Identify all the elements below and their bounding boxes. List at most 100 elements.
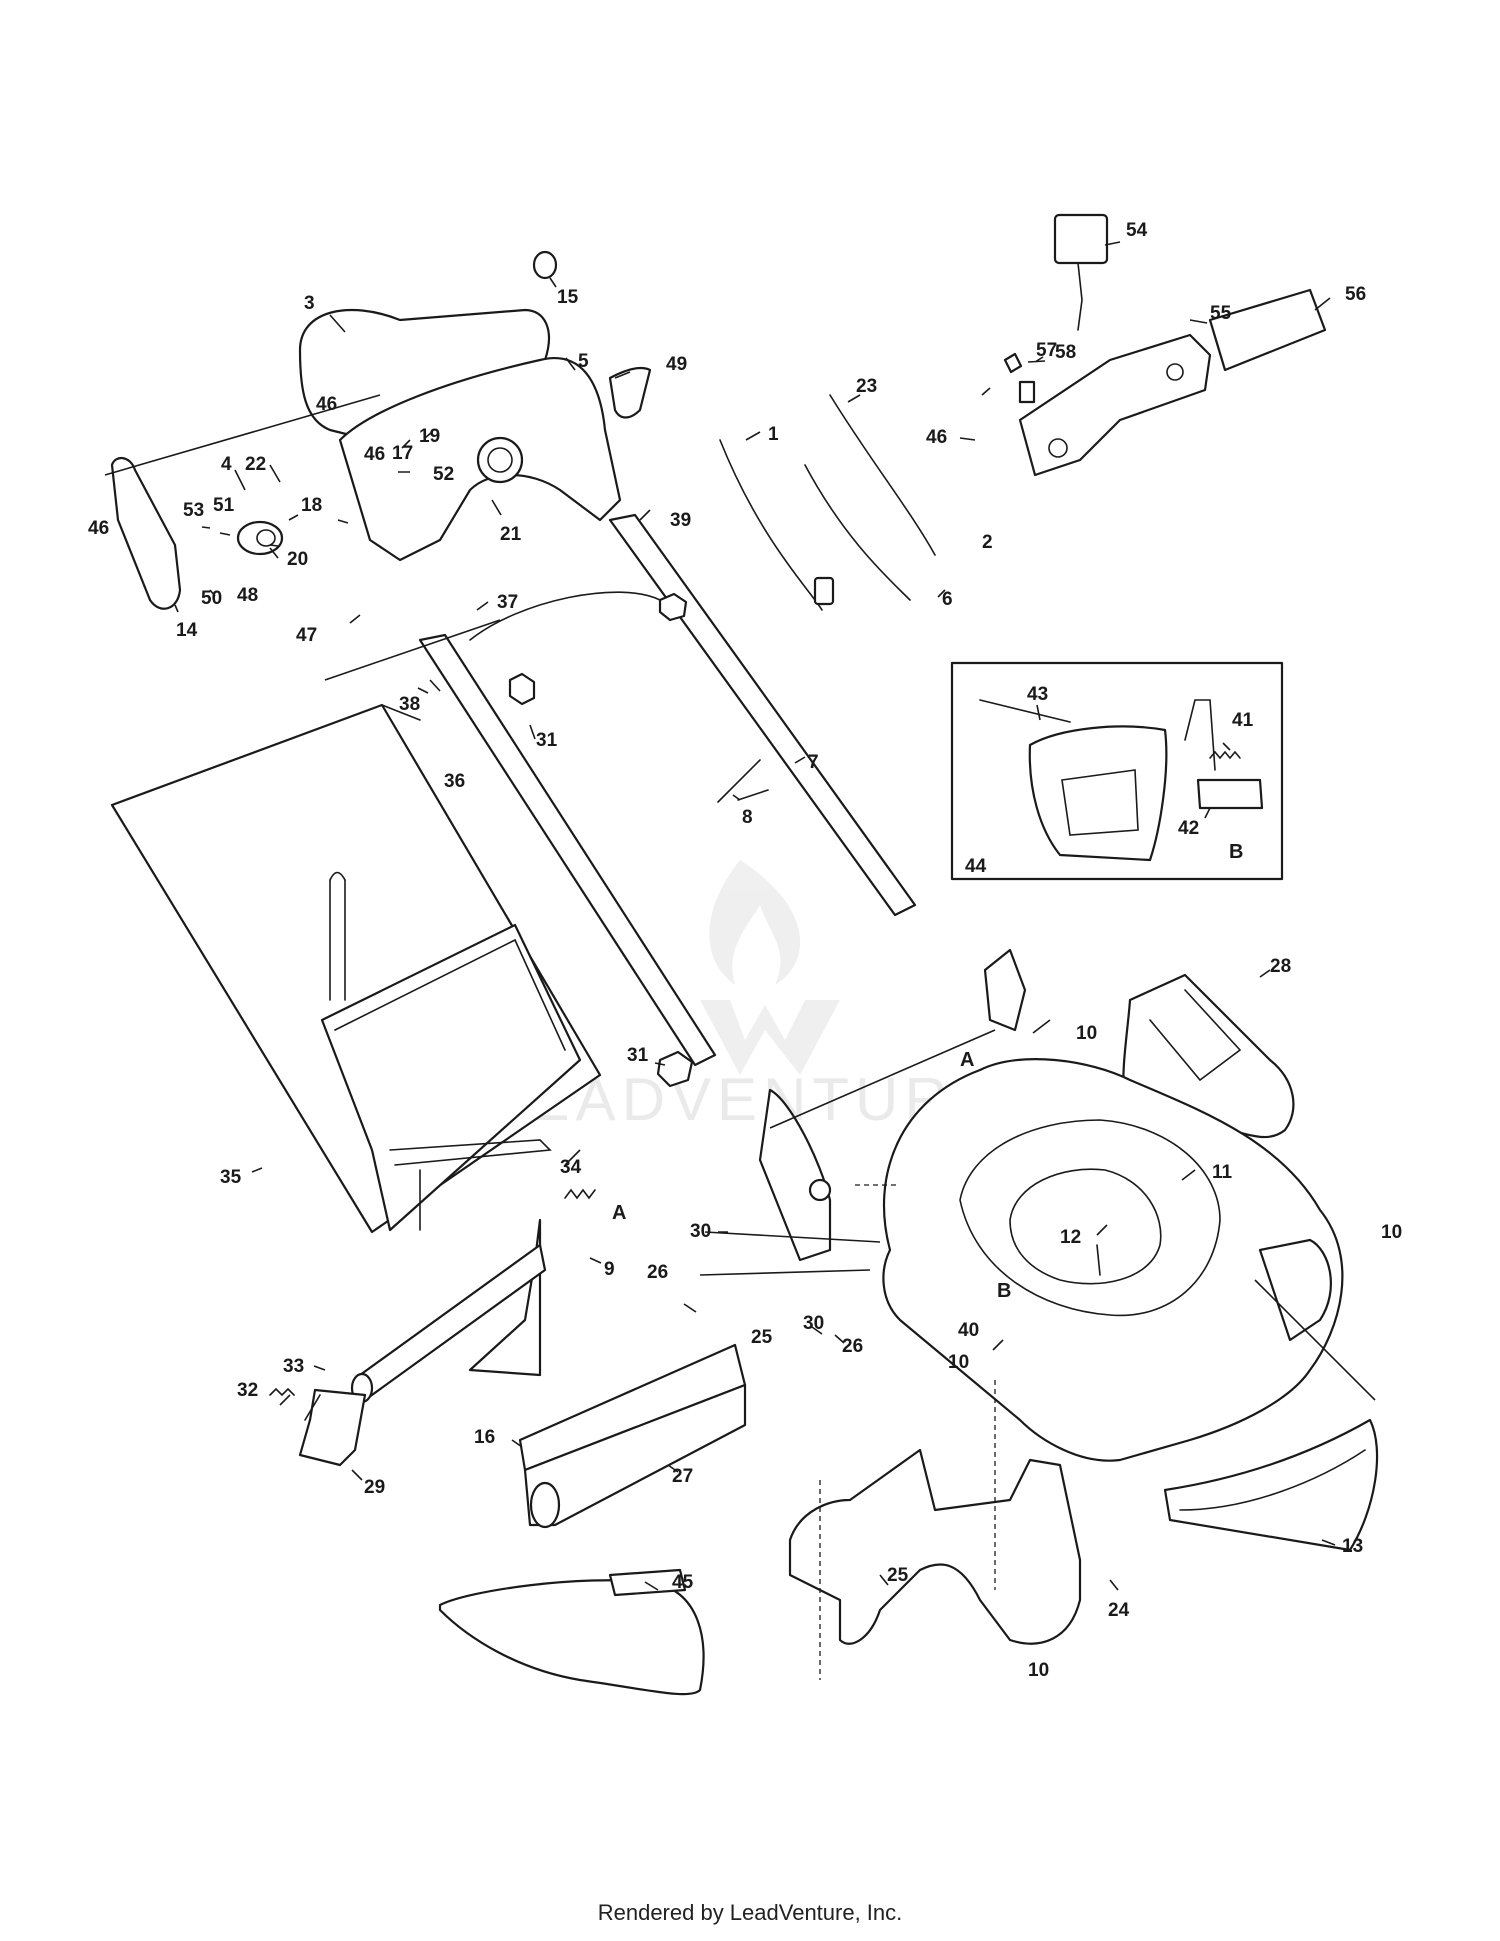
callout-30a: 30 bbox=[690, 1221, 711, 1242]
callout-53: 53 bbox=[183, 500, 204, 521]
callout-1: 1 bbox=[768, 424, 779, 445]
callout-37: 37 bbox=[497, 592, 518, 613]
ref-mark-b-1: B bbox=[1229, 841, 1243, 863]
rear-baffle-part bbox=[518, 1343, 747, 1529]
callout-11: 11 bbox=[1212, 1162, 1233, 1183]
callout-30b: 30 bbox=[803, 1313, 824, 1334]
callout-13: 13 bbox=[1342, 1536, 1363, 1557]
callout-36: 36 bbox=[444, 771, 465, 792]
callout-31b: 31 bbox=[627, 1045, 649, 1066]
wheel-bracket-part bbox=[758, 948, 1027, 1262]
callout-23: 23 bbox=[856, 376, 877, 397]
spring-part bbox=[269, 1188, 596, 1397]
callout-28: 28 bbox=[1270, 956, 1291, 977]
callout-2: 2 bbox=[982, 532, 993, 553]
callout-8: 8 bbox=[742, 807, 753, 828]
battery-charger-part bbox=[1053, 213, 1109, 331]
callout-32: 32 bbox=[237, 1380, 258, 1401]
callout-44: 44 bbox=[965, 856, 987, 877]
mower-deck-part bbox=[882, 1057, 1344, 1462]
callout-46c: 46 bbox=[88, 518, 109, 539]
side-cover-part bbox=[110, 457, 182, 610]
callout-25b: 25 bbox=[887, 1565, 909, 1586]
bag-frame-part bbox=[320, 871, 582, 1232]
key-switch-part bbox=[1003, 352, 1036, 404]
footer-credit: Rendered by LeadVenture, Inc. bbox=[597, 1900, 903, 1925]
inset-box bbox=[950, 661, 1284, 881]
callout-18: 18 bbox=[301, 495, 322, 516]
bolt-part bbox=[1096, 1244, 1101, 1276]
callout-46d: 46 bbox=[926, 427, 947, 448]
callout-20: 20 bbox=[287, 549, 308, 570]
handle-knob-part bbox=[508, 592, 694, 1088]
callout-10d: 10 bbox=[1028, 1660, 1049, 1681]
ref-mark-a-1: A bbox=[612, 1202, 626, 1224]
ref-mark-a-2: A bbox=[960, 1049, 974, 1071]
callout-19: 19 bbox=[419, 426, 440, 447]
callout-21: 21 bbox=[500, 524, 522, 545]
upper-handle-part bbox=[298, 308, 622, 562]
callout-55: 55 bbox=[1210, 303, 1232, 324]
callout-14: 14 bbox=[176, 620, 198, 641]
callout-39: 39 bbox=[670, 510, 691, 531]
callout-42: 42 bbox=[1178, 818, 1199, 839]
callout-47: 47 bbox=[296, 625, 317, 646]
callout-15: 15 bbox=[557, 287, 579, 308]
callout-38: 38 bbox=[399, 694, 420, 715]
front-baffle-part bbox=[1163, 1418, 1379, 1552]
callout-40: 40 bbox=[958, 1320, 979, 1341]
mulch-plug-part bbox=[438, 1568, 705, 1696]
rear-door-part bbox=[298, 1218, 547, 1467]
handle-plug-part bbox=[532, 250, 558, 280]
rear-skirt-part bbox=[788, 1448, 1082, 1645]
ref-mark-b-2: B bbox=[997, 1280, 1011, 1302]
callout-33: 33 bbox=[283, 1356, 304, 1377]
callout-16: 16 bbox=[474, 1427, 495, 1448]
control-cable-part bbox=[717, 394, 936, 803]
callout-6: 6 bbox=[942, 589, 953, 610]
callout-43: 43 bbox=[1027, 684, 1048, 705]
lower-handle-part bbox=[418, 513, 917, 1067]
callout-35: 35 bbox=[220, 1167, 242, 1188]
callout-25a: 25 bbox=[751, 1327, 773, 1348]
callout-4: 4 bbox=[221, 454, 232, 475]
callout-17: 17 bbox=[392, 443, 413, 464]
callout-57: 57 bbox=[1036, 340, 1057, 361]
callout-9: 9 bbox=[604, 1259, 615, 1280]
callout-labels: 1 2 3 4 5 6 7 8 9 10 10 10 10 11 12 13 1… bbox=[88, 220, 1402, 1681]
callout-3: 3 bbox=[304, 293, 315, 314]
callout-46b: 46 bbox=[364, 444, 385, 465]
callout-52: 52 bbox=[433, 464, 454, 485]
callout-27: 27 bbox=[672, 1466, 693, 1487]
callout-58: 58 bbox=[1055, 342, 1076, 363]
callout-26b: 26 bbox=[842, 1336, 863, 1357]
callout-51: 51 bbox=[213, 495, 235, 516]
assembly-guide-lines bbox=[104, 394, 1376, 1680]
callout-29: 29 bbox=[364, 1477, 385, 1498]
callout-22: 22 bbox=[245, 454, 266, 475]
callout-24: 24 bbox=[1108, 1600, 1130, 1621]
callout-46a: 46 bbox=[316, 394, 337, 415]
callout-45: 45 bbox=[672, 1572, 694, 1593]
reference-marks: A A B B bbox=[612, 841, 1243, 1302]
callout-34: 34 bbox=[560, 1157, 582, 1178]
callout-31a: 31 bbox=[536, 730, 558, 751]
callout-49: 49 bbox=[666, 354, 687, 375]
callout-54: 54 bbox=[1126, 220, 1148, 241]
callout-leaders bbox=[174, 241, 1336, 1591]
control-knob-part bbox=[236, 520, 284, 556]
callout-56: 56 bbox=[1345, 284, 1366, 305]
callout-10a: 10 bbox=[1076, 1023, 1097, 1044]
callout-48: 48 bbox=[237, 585, 258, 606]
battery-box-part bbox=[1018, 288, 1327, 477]
callout-50: 50 bbox=[201, 588, 222, 609]
callout-5: 5 bbox=[578, 351, 589, 372]
bail-control-part bbox=[608, 366, 652, 419]
callout-26a: 26 bbox=[647, 1262, 668, 1283]
callout-12: 12 bbox=[1060, 1227, 1081, 1248]
callout-10c: 10 bbox=[948, 1352, 969, 1373]
callout-10b: 10 bbox=[1381, 1222, 1402, 1243]
callout-7: 7 bbox=[808, 752, 819, 773]
